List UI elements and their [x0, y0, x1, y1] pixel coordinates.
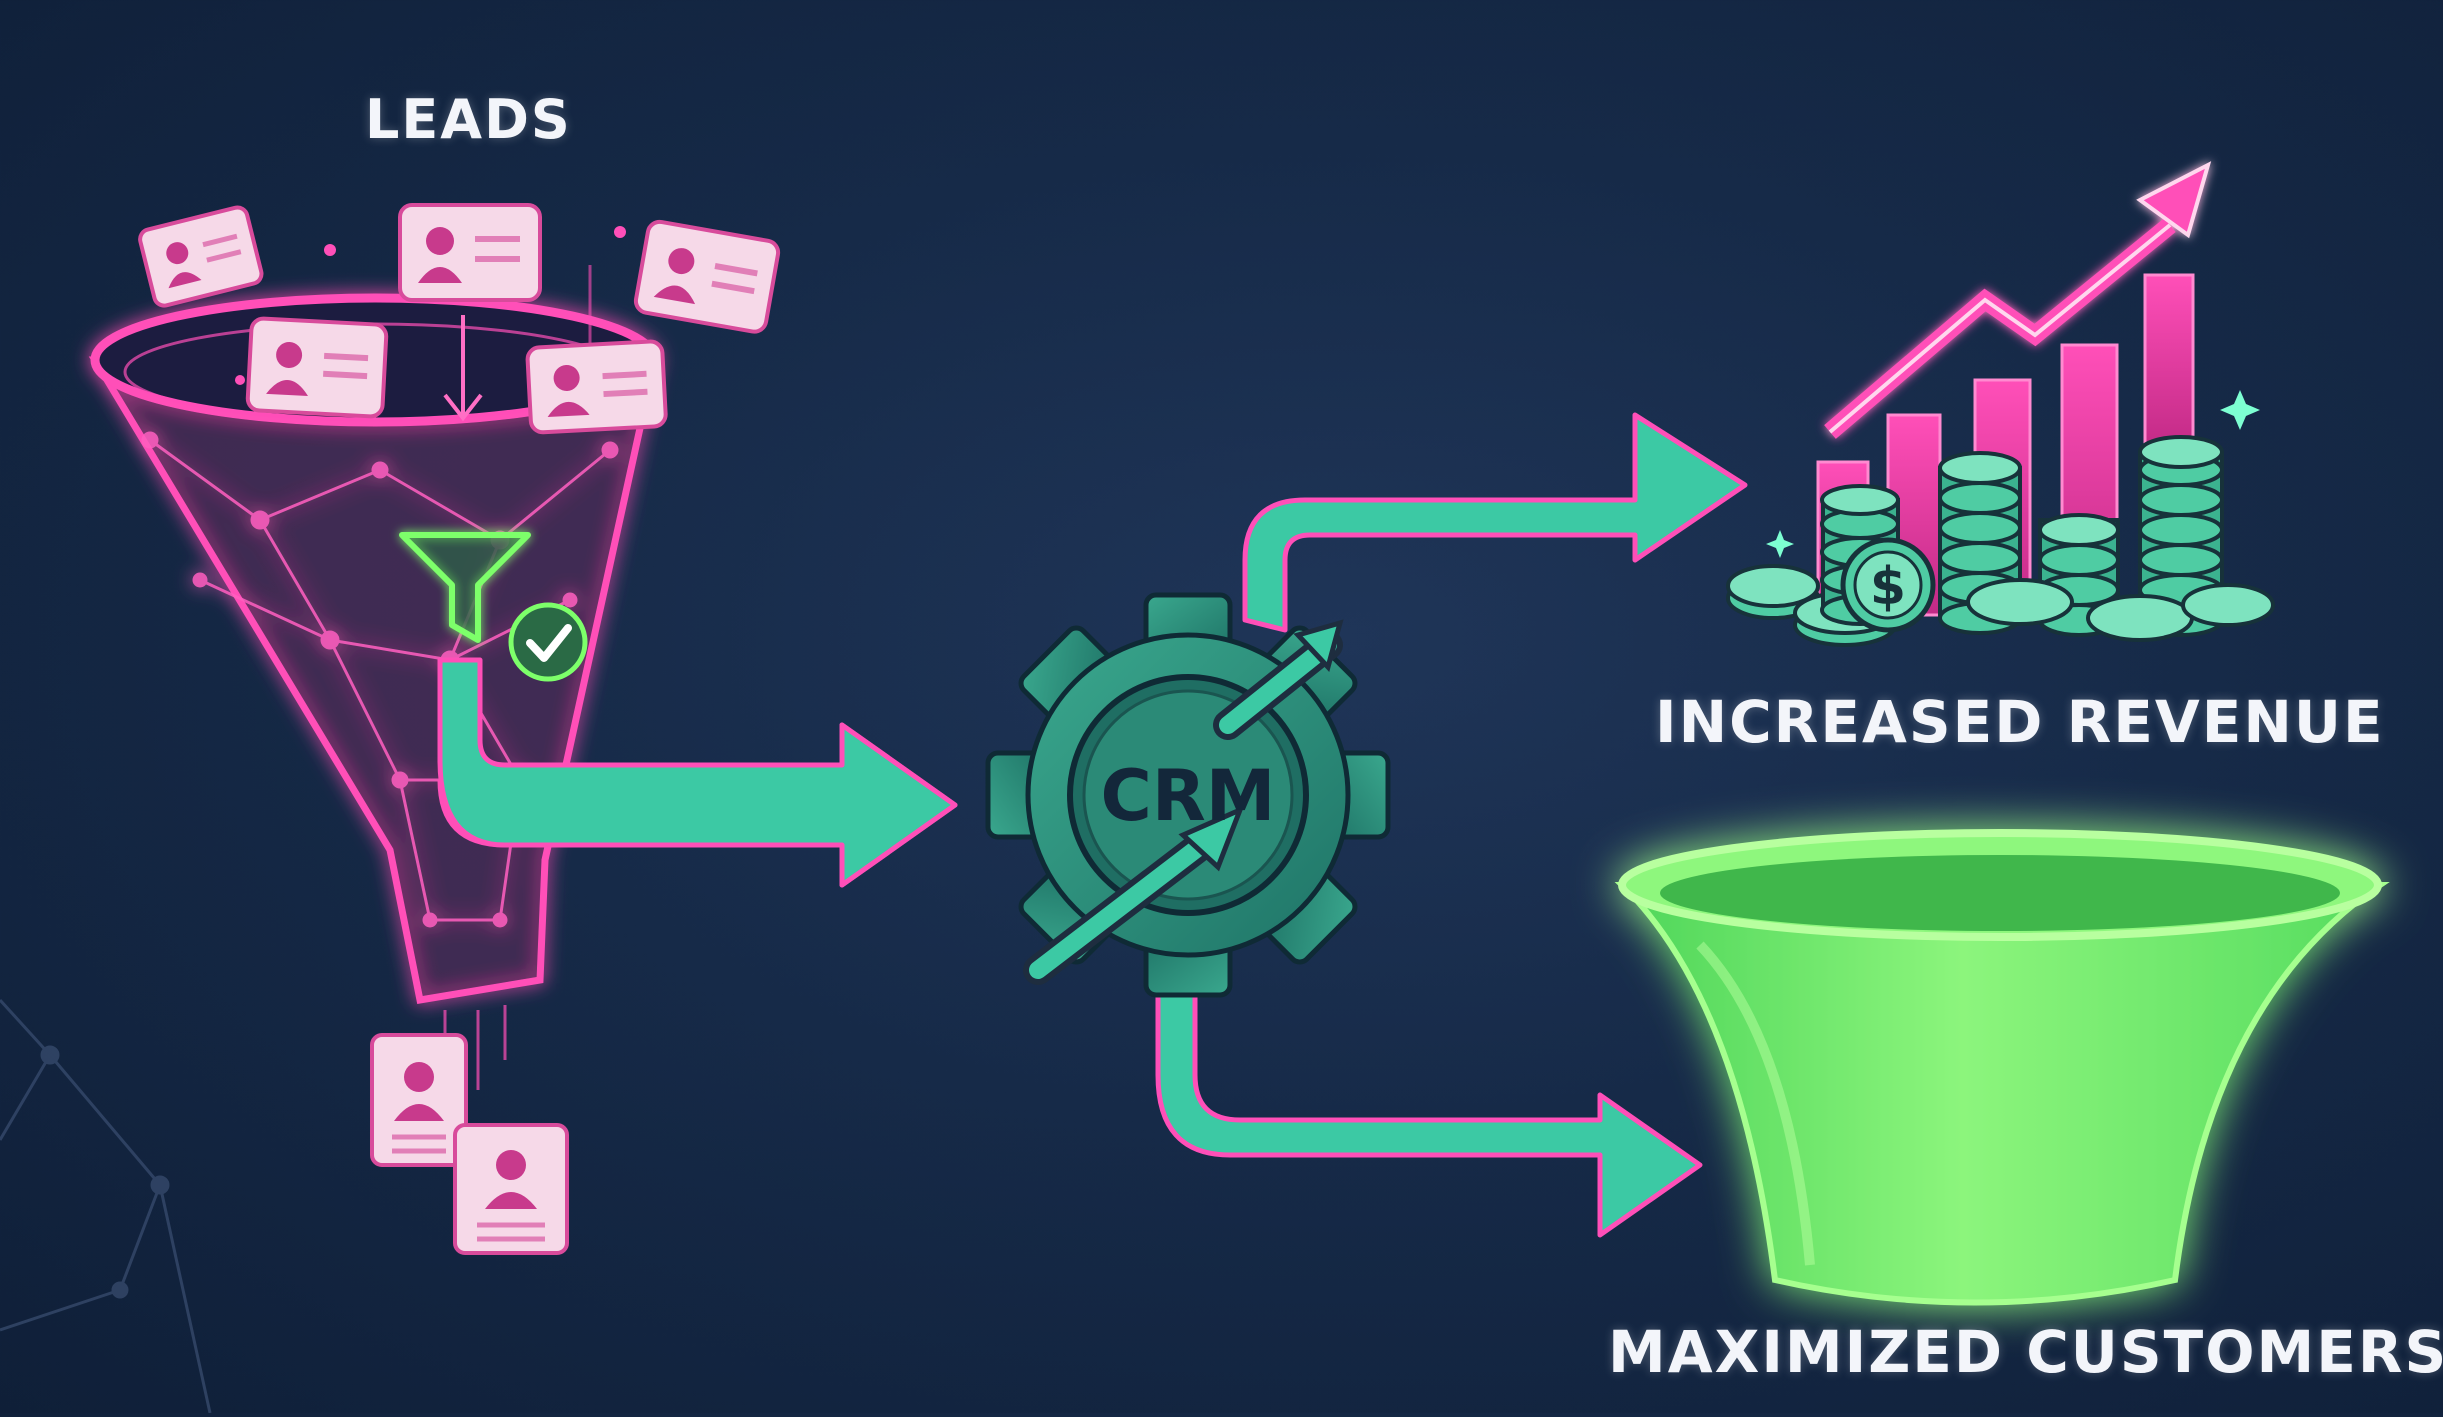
maximized-customers-label: MAXIMIZED CUSTOMERS	[1608, 1318, 2443, 1386]
lead-card-icon	[633, 219, 781, 334]
filter-icon	[399, 532, 531, 643]
sparkle-icon	[1766, 390, 2260, 558]
customer-funnel	[1614, 829, 2390, 1306]
dollar-coin-icon: $	[1840, 537, 1936, 633]
dollar-sign: $	[1870, 557, 1906, 617]
gear-icon	[985, 592, 1391, 998]
lead-card-icon	[453, 1123, 569, 1255]
coin-stacks	[1726, 435, 2275, 647]
arrow-to-revenue	[1242, 412, 1748, 633]
lead-card-icon	[245, 316, 389, 419]
funnel-highlight	[1696, 941, 1815, 1266]
arrow-to-customers	[1155, 972, 1703, 1238]
check-icon	[508, 602, 588, 682]
revenue-bar	[2143, 273, 2195, 452]
lead-card-icon	[138, 205, 264, 308]
arrow-to-crm	[437, 657, 958, 888]
trend-arrow-icon	[1824, 161, 2212, 439]
crm-label: CRM	[1101, 755, 1276, 837]
lead-card-icon	[398, 203, 542, 302]
increased-revenue-label: INCREASED REVENUE	[1655, 688, 2385, 756]
lead-card-icon	[525, 339, 668, 435]
down-arrow-icon	[443, 315, 483, 422]
lead-card-icon	[370, 1033, 468, 1167]
leads-label: LEADS	[365, 88, 572, 151]
background-network	[0, 998, 212, 1414]
